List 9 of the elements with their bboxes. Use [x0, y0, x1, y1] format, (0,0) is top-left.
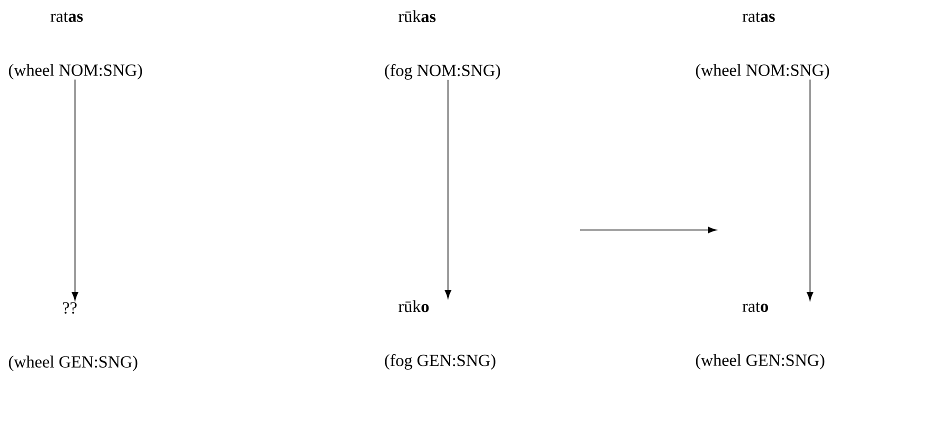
word-entry: ?? (wheel GEN:SNG)	[8, 302, 138, 372]
word-entry: rūkas (fog NOM:SNG)	[384, 10, 500, 80]
arrow	[444, 79, 452, 299]
word-entry: ratas (wheel NOM:SNG)	[696, 12, 830, 80]
word-entry: ratas (wheel NOM:SNG)	[8, 12, 142, 80]
arrow	[72, 79, 78, 301]
word-entry: rūko (fog GEN:SNG)	[384, 300, 496, 370]
arrow	[806, 79, 814, 301]
word-entry: rato (wheel GEN:SNG)	[696, 302, 824, 370]
